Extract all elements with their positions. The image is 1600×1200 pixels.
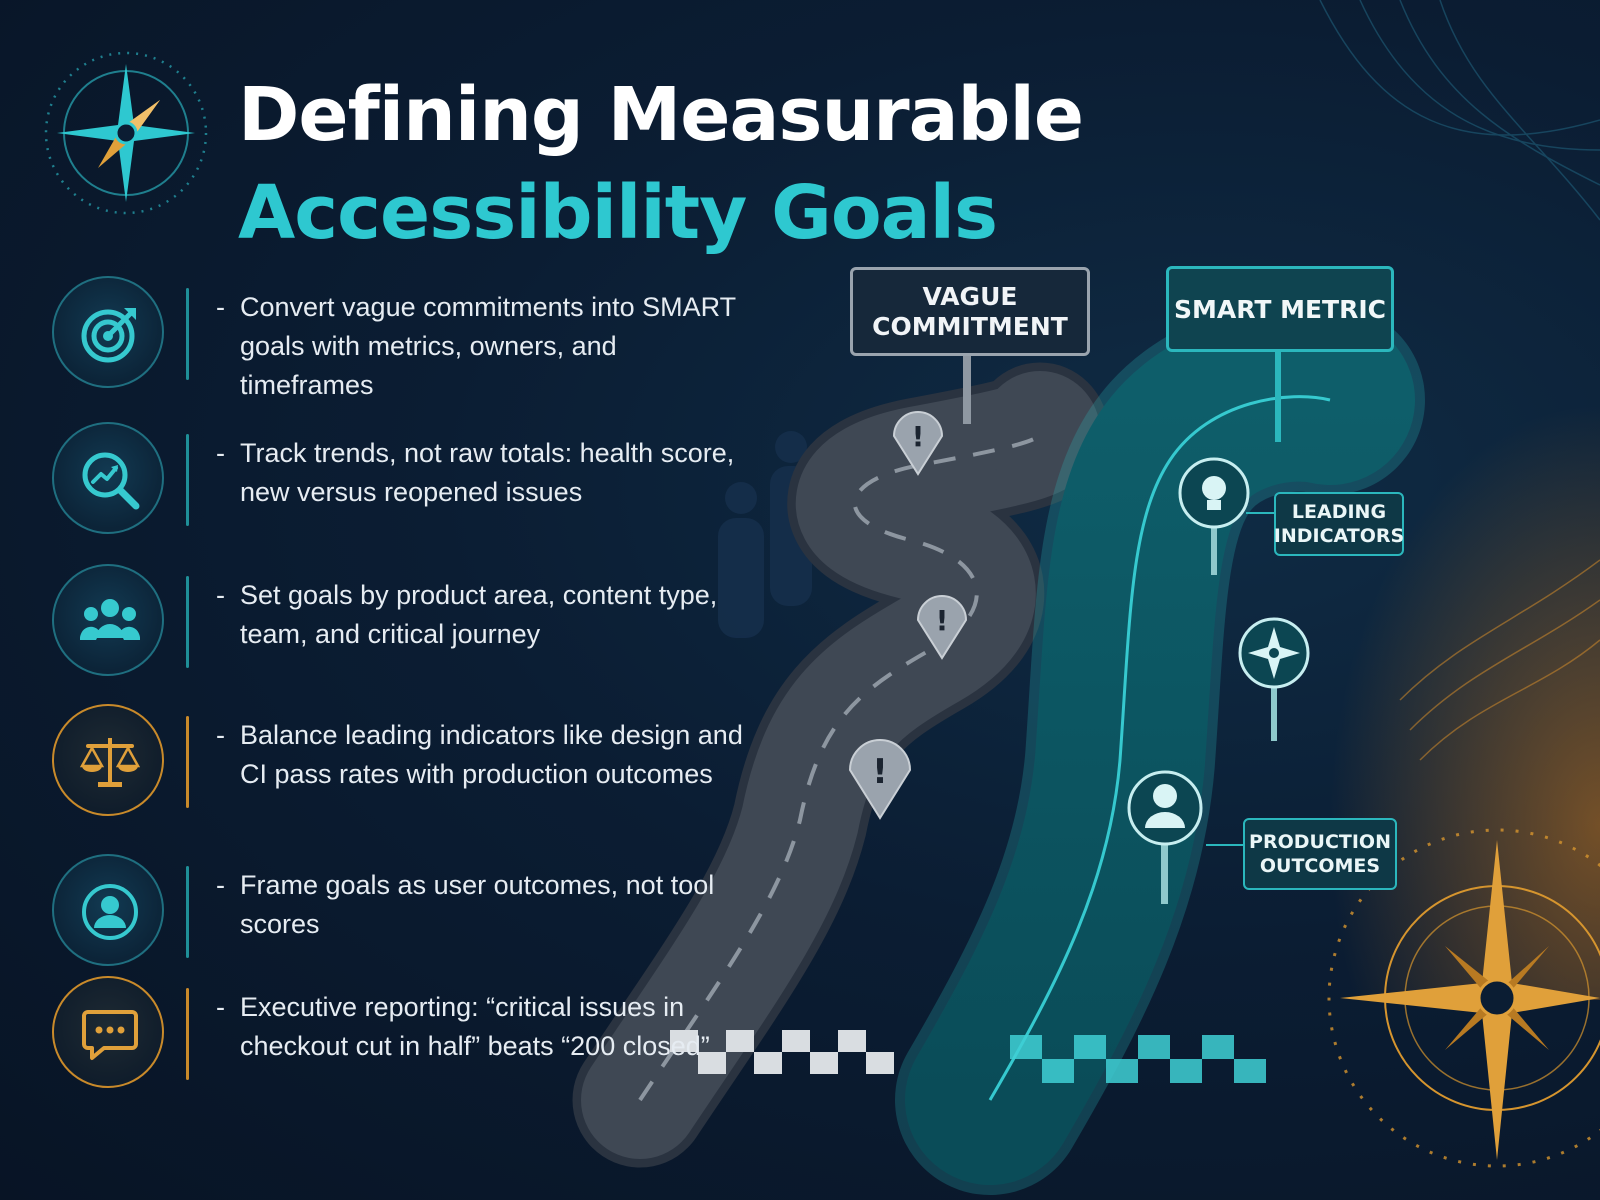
divider [186,716,189,808]
svg-text:!: ! [936,604,949,637]
divider [186,988,189,1080]
user-icon [1127,770,1203,904]
compass-icon [1238,617,1310,741]
divider [186,434,189,526]
svg-text:!: ! [912,420,925,453]
smart-road [895,301,1425,1195]
bullet-dash: - [216,720,225,750]
title-line-2: Accessibility Goals [238,170,998,256]
vague-finish-checker [670,1030,894,1074]
warning-pin-icon: ! ! ! [848,411,968,820]
production-outcomes-tag: PRODUCTION OUTCOMES [1243,818,1397,890]
svg-text:!: ! [872,752,888,792]
bullet-text: Executive reporting: “critical issues in… [240,992,710,1061]
divider [186,576,189,668]
gold-flow-lines [1399,559,1600,761]
balance-scale-icon [52,704,164,816]
smart-finish-checker [1010,1035,1266,1083]
title-line-1: Defining Measurable [238,72,1084,158]
bullet-dash: - [216,992,225,1022]
divider [186,288,189,380]
bullet-text: Balance leading indicators like design a… [240,720,743,789]
user-circle-icon [52,854,164,966]
compass-star-icon [1327,828,1600,1168]
page-title: Defining Measurable Accessibility Goals [238,66,1084,262]
bullet-dash: - [216,870,225,900]
smart-sign-post [1275,350,1281,442]
smart-metric-sign: SMART METRIC [1166,266,1394,352]
lightbulb-icon [1178,457,1250,575]
bullet-dash: - [216,438,225,468]
trend-magnifier-icon [52,422,164,534]
bullet-dash: - [216,580,225,610]
chat-bubble-icon [52,976,164,1088]
bullet-text: Frame goals as user outcomes, not tool s… [240,870,715,939]
people-group-icon [52,564,164,676]
leading-indicators-tag: LEADING INDICATORS [1274,492,1404,556]
bullet-dash: - [216,292,225,322]
compass-rose-icon [44,51,208,215]
target-icon [52,276,164,388]
bullet-text: Track trends, not raw totals: health sco… [240,438,735,507]
divider [186,866,189,958]
flow-lines [1319,0,1600,221]
bullet-text: Set goals by product area, content type,… [240,580,718,649]
vague-commitment-sign: VAGUE COMMITMENT [850,267,1090,356]
vague-sign-post [963,352,971,424]
bullet-text: Convert vague commitments into SMART goa… [240,292,736,400]
